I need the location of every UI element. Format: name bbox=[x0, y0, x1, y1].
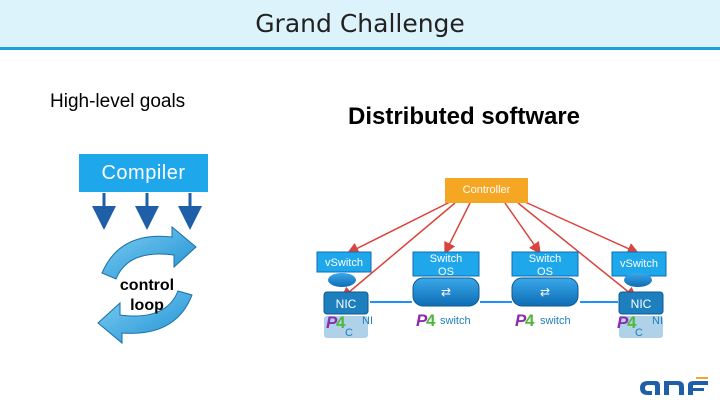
nic-left-chip bbox=[324, 316, 368, 338]
ctrl-arrow-5 bbox=[340, 202, 456, 299]
nic-right-label: NIC bbox=[630, 297, 652, 311]
nic-left-label: NIC bbox=[335, 297, 357, 311]
switch-2-os-line1: Switch bbox=[528, 253, 562, 265]
switch-2-top bbox=[511, 251, 579, 277]
ctrl-arrow-6 bbox=[517, 202, 638, 299]
controller-box: Controller bbox=[445, 178, 528, 203]
nic-left-box bbox=[323, 291, 369, 315]
vswitch-right-disk bbox=[624, 273, 652, 287]
ctrl-arrow-4 bbox=[524, 201, 640, 255]
distributed-software-heading: Distributed software bbox=[348, 103, 581, 130]
control-loop-line2: loop bbox=[130, 297, 164, 314]
nic-right-chip bbox=[619, 316, 663, 338]
vswitch-left-disk bbox=[328, 273, 356, 287]
high-level-goals-label: High-level goals bbox=[50, 91, 186, 112]
nic-left-sub: C bbox=[345, 327, 353, 339]
control-loop-line1: control bbox=[119, 277, 175, 294]
nic-right-box bbox=[618, 291, 664, 315]
ctrl-arrow-1 bbox=[346, 201, 451, 254]
ctrl-arrow-3 bbox=[504, 202, 541, 255]
slide-title: Grand Challenge bbox=[255, 9, 465, 38]
title-bar bbox=[0, 0, 720, 50]
svg-text:⇄: ⇄ bbox=[540, 285, 550, 299]
vswitch-right-label: vSwitch bbox=[620, 258, 658, 270]
nic-right-fragment: NI bbox=[652, 315, 663, 327]
onf-logo bbox=[640, 377, 708, 395]
ctrl-arrow-2 bbox=[444, 202, 471, 255]
vswitch-left-box bbox=[316, 251, 372, 273]
compiler-box: Compiler bbox=[79, 154, 208, 192]
nic-right-sub: C bbox=[635, 327, 643, 339]
switch-1-os-line1: Switch bbox=[429, 253, 463, 265]
switch-1-os-line2: OS bbox=[438, 266, 454, 278]
switch-2-body bbox=[511, 277, 579, 307]
svg-text:⇄: ⇄ bbox=[441, 285, 451, 299]
switch-2-label: switch bbox=[540, 315, 571, 327]
vswitch-right-box bbox=[611, 251, 667, 277]
nic-left-fragment: NI bbox=[362, 315, 373, 327]
vswitch-left-label: vSwitch bbox=[325, 257, 363, 269]
control-loop-label: control loop bbox=[112, 276, 182, 316]
switch-2-os-line2: OS bbox=[537, 266, 553, 278]
switch-1-label: switch bbox=[440, 315, 471, 327]
switch-1-body bbox=[412, 277, 480, 307]
switch-1-top bbox=[412, 251, 480, 277]
control-loop-arrows bbox=[97, 225, 197, 345]
